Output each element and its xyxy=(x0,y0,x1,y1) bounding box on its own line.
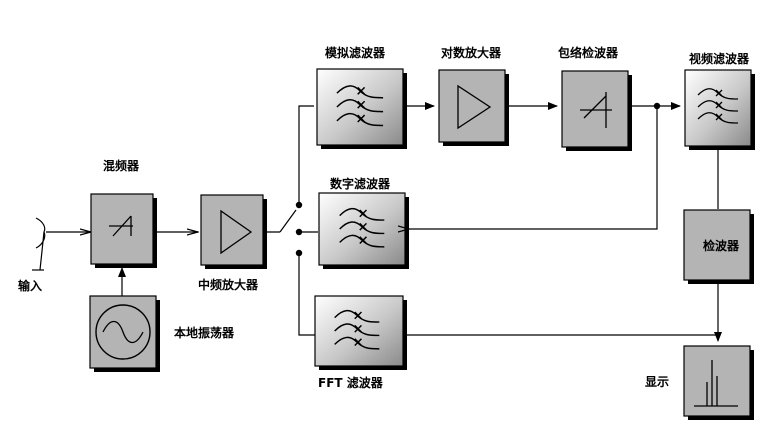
detector-diode-icon xyxy=(580,92,612,128)
analog-filter-block xyxy=(316,68,407,149)
local-oscillator-block xyxy=(89,295,160,372)
display-label: 显示 xyxy=(645,375,669,389)
digital-filter-label: 数字滤波器 xyxy=(330,176,391,191)
amplifier-triangle-icon xyxy=(457,84,492,130)
if-amplifier-block xyxy=(200,194,267,269)
mixer-label: 混频器 xyxy=(103,158,140,173)
mixer-block xyxy=(90,193,157,268)
log-amplifier-label: 对数放大器 xyxy=(441,45,502,60)
mixer-icon xyxy=(109,215,133,237)
if-amplifier-label: 中频放大器 xyxy=(198,277,259,292)
connector-switch-fft xyxy=(298,253,315,336)
display-block xyxy=(683,345,754,420)
fft-filter-label: FFT 滤波器 xyxy=(318,375,384,390)
envelope-detector-block xyxy=(561,70,632,151)
envelope-detector-label: 包络检波器 xyxy=(557,45,619,60)
log-amplifier-block xyxy=(438,69,509,146)
input-antenna-icon xyxy=(32,217,46,271)
connector-digital-junction xyxy=(409,106,658,229)
local-oscillator-label: 本地振荡器 xyxy=(174,325,235,340)
digital-filter-block xyxy=(318,192,409,269)
fft-filter-block xyxy=(314,295,407,370)
video-filter-label: 视频滤波器 xyxy=(689,51,750,66)
analog-filter-label: 模拟滤波器 xyxy=(325,45,386,60)
sine-wave-icon xyxy=(102,320,144,344)
oscillator-circle-icon xyxy=(95,304,151,360)
video-filter-block xyxy=(684,69,755,150)
spectrum-display-icon xyxy=(694,360,738,407)
detector-block xyxy=(683,209,754,284)
filter-selector-switch xyxy=(279,201,303,257)
connector-switch-analog xyxy=(298,105,314,205)
detector-label: 检波器 xyxy=(703,238,740,253)
input-label: 输入 xyxy=(18,278,42,293)
amplifier-triangle-icon xyxy=(220,209,253,255)
